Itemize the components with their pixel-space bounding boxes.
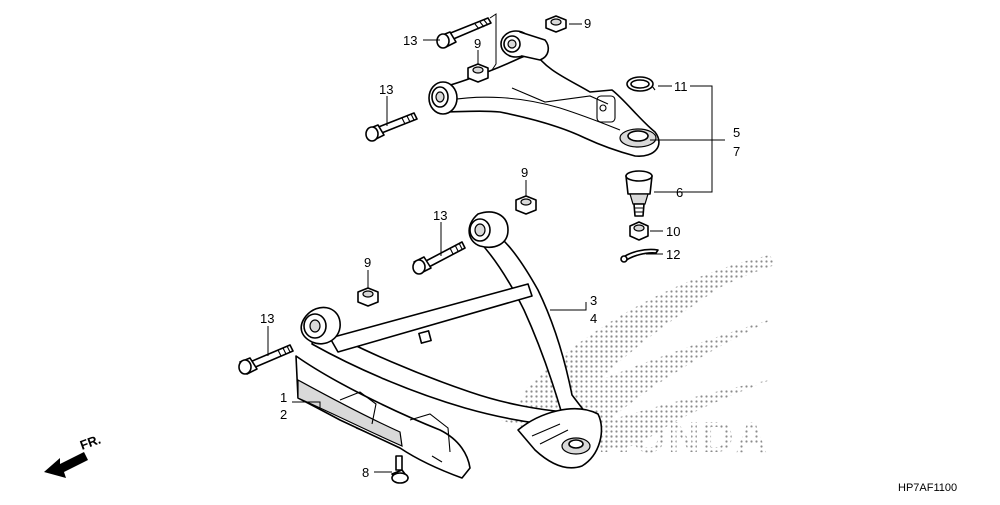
callout-9-lower-rear: 9 (364, 255, 371, 270)
callout-9-upper-b: 9 (474, 36, 481, 51)
callout-numbers: 13 9 9 13 11 5 7 6 9 13 10 12 9 3 4 13 1… (260, 16, 740, 480)
callout-13-upper-front: 13 (403, 33, 417, 48)
bolt-8 (391, 455, 409, 484)
bolt-13-upper-front (436, 17, 492, 49)
callout-4: 4 (590, 311, 597, 326)
nut-9-upper-b (467, 63, 489, 83)
callout-9-upper-a: 9 (584, 16, 591, 31)
front-label: FR. (78, 432, 103, 453)
front-direction-arrow: FR. (44, 432, 103, 478)
callout-3: 3 (590, 293, 597, 308)
bolt-13-upper-rear (365, 112, 418, 142)
callout-9-lower-front: 9 (521, 165, 528, 180)
lower-arm-front-bushing (468, 211, 509, 248)
ball-joint-6 (625, 170, 653, 217)
callout-10: 10 (666, 224, 680, 239)
callout-6: 6 (676, 185, 683, 200)
nut-9-lower-front (515, 195, 537, 215)
callout-7: 7 (733, 144, 740, 159)
castle-nut-10 (629, 221, 649, 241)
callout-8: 8 (362, 465, 369, 480)
upper-arm-rear-bushing (428, 81, 458, 115)
leader-lines (267, 13, 725, 473)
cotter-pin-12 (620, 248, 659, 263)
callout-13-upper-rear: 13 (379, 82, 393, 97)
callout-13-lower-rear: 13 (260, 311, 274, 326)
bolt-13-lower-rear (238, 344, 294, 375)
lower-arm-rear-bushing (300, 306, 341, 345)
callout-5: 5 (733, 125, 740, 140)
callout-1: 1 (280, 390, 287, 405)
arm-guard (295, 355, 471, 479)
callout-12: 12 (666, 247, 680, 262)
bolt-13-lower-front (412, 241, 466, 275)
nut-9-lower-rear (357, 287, 379, 307)
callout-2: 2 (280, 407, 287, 422)
upper-arm-front-bushing (500, 30, 550, 61)
snap-ring-11 (626, 76, 656, 92)
upper-arm (428, 30, 660, 157)
callout-11: 11 (674, 79, 688, 94)
diagram-code: HP7AF1100 (898, 482, 957, 494)
callout-13-lower-front: 13 (433, 208, 447, 223)
lower-arm (300, 211, 603, 469)
nut-9-upper-a (545, 15, 567, 33)
honda-logo-text: HONDA (598, 413, 769, 462)
